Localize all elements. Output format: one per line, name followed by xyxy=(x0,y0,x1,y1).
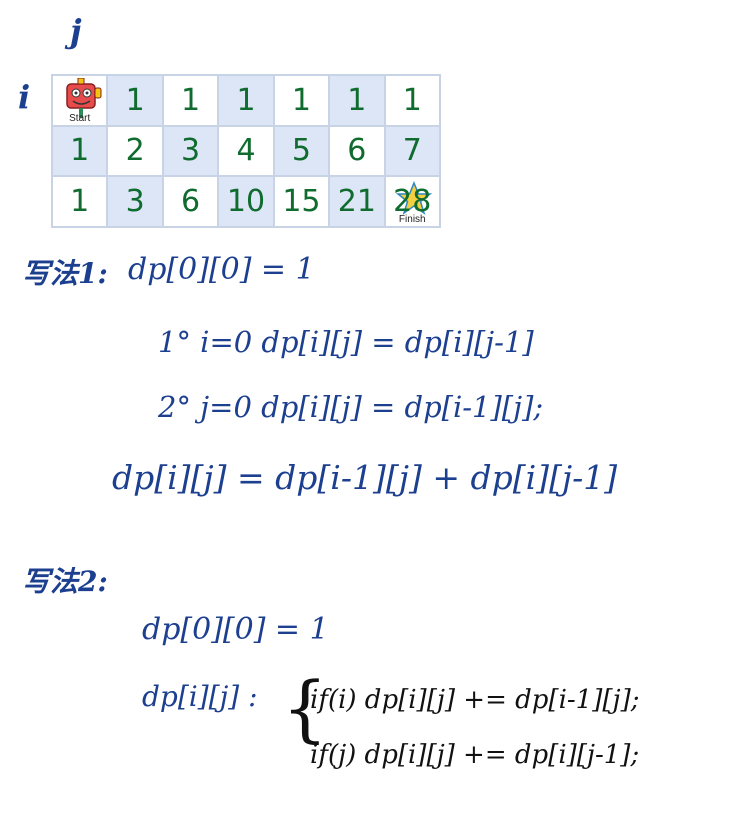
start-label: Start xyxy=(69,112,91,124)
grid-cell: 5 xyxy=(273,125,330,177)
grid-cell: 1 xyxy=(218,75,274,126)
grid-cell: 6 xyxy=(329,125,385,177)
method2-line2: if(j) dp[i][j] += dp[i][j-1]; xyxy=(310,740,640,770)
grid-cell: 4 xyxy=(218,125,274,177)
method1-case2: 2° j=0 dp[i][j] = dp[i-1][j]; xyxy=(158,390,544,424)
method2-line1: if(i) dp[i][j] += dp[i-1][j]; xyxy=(310,685,640,715)
method2-title: 写法2: xyxy=(22,565,108,598)
method2-init: dp[0][0] = 1 xyxy=(142,612,329,647)
grid-cell: 1 xyxy=(273,75,330,126)
grid-cell: 15 xyxy=(273,176,330,227)
grid-cell: 21 xyxy=(329,176,385,227)
grid-cell: 3 xyxy=(162,125,219,177)
grid-cell: 1 xyxy=(107,75,163,126)
grid-cell: 3 xyxy=(107,176,163,227)
finish-value: 28 xyxy=(393,184,432,220)
grid-cell: 2 xyxy=(107,125,163,177)
grid-cell: 1 xyxy=(329,75,385,126)
method2-lhs: dp[i][j] : xyxy=(142,680,258,713)
grid-cell: 1 xyxy=(52,125,108,177)
grid-cell: 7 xyxy=(384,125,440,177)
robot-icon xyxy=(66,78,102,118)
path-grid: Start 1 1 1 1 1 1 1 2 3 4 5 6 7 1 3 6 10… xyxy=(51,74,441,228)
method1-title: 写法1: xyxy=(22,257,108,290)
method1-init: dp[0][0] = 1 xyxy=(128,252,315,287)
j-axis-label: j xyxy=(70,12,82,50)
grid-cell-finish: 28 Finish xyxy=(384,176,440,227)
star-icon xyxy=(395,181,432,216)
method2-brace: { xyxy=(282,666,328,750)
method1-general: dp[i][j] = dp[i-1][j] + dp[i][j-1] xyxy=(112,458,618,497)
grid-cell-start: Start xyxy=(52,75,108,126)
grid-cell: 6 xyxy=(162,176,219,227)
grid-cell: 10 xyxy=(218,176,274,227)
grid-cell: 1 xyxy=(162,75,219,126)
grid-cell: 1 xyxy=(52,176,108,227)
i-axis-label: i xyxy=(18,78,31,116)
method1-case1: 1° i=0 dp[i][j] = dp[i][j-1] xyxy=(158,325,534,359)
finish-label: Finish xyxy=(398,214,426,225)
grid-cell: 1 xyxy=(384,75,440,126)
